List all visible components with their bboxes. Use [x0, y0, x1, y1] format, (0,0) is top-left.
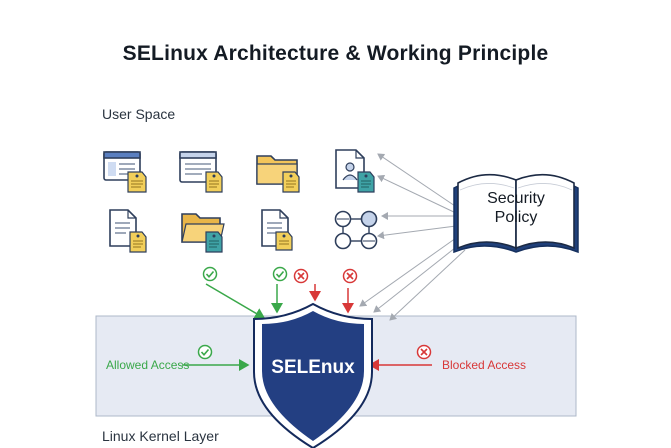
user-document-icon [335, 149, 375, 193]
blocked-access-label: Blocked Access [442, 358, 526, 372]
selinux-shield: SELEnux [253, 302, 373, 448]
allowed-check-icon [202, 266, 218, 282]
allowed-access-label: Allowed Access [106, 358, 189, 372]
policy-line1: Security [487, 190, 545, 207]
allowed-check-icon [272, 266, 288, 282]
text-document-icon [109, 209, 147, 253]
blocked-arrows [309, 284, 432, 371]
folder-icon [256, 155, 300, 193]
blocked-x-icon [342, 268, 358, 284]
kernel-layer-label: Linux Kernel Layer [102, 428, 219, 444]
file-document-icon [261, 209, 293, 251]
page-title: SELinux Architecture & Working Principle [122, 42, 549, 65]
allowed-arrows [182, 283, 283, 371]
network-nodes-icon [334, 210, 378, 250]
shield-label: SELEnux [271, 357, 355, 378]
allowed-check-icon [197, 344, 213, 360]
open-folder-icon [181, 213, 225, 253]
policy-connectors [359, 153, 466, 321]
document-window-icon [179, 151, 223, 193]
user-space-label: User Space [102, 106, 176, 122]
blocked-x-icon [416, 344, 432, 360]
browser-window-icon [103, 151, 147, 193]
blocked-x-icon [293, 268, 309, 284]
policy-line2: Policy [495, 209, 538, 226]
security-policy-book: Security Policy [453, 173, 579, 254]
